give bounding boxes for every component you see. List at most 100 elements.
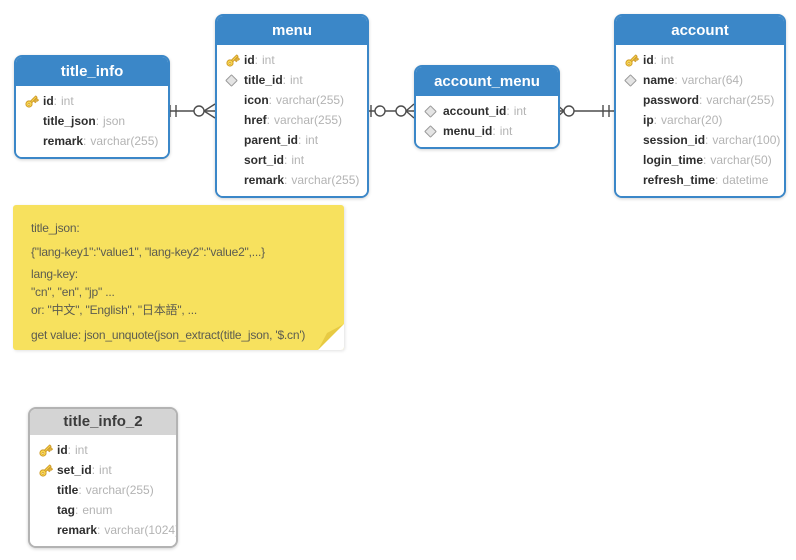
field-colon: : xyxy=(78,483,82,497)
field-row[interactable]: remark: varchar(255) xyxy=(225,170,359,190)
relationship-menu-account_menu[interactable] xyxy=(367,103,415,119)
field-row[interactable]: id: int xyxy=(24,91,160,111)
field-name: id xyxy=(43,94,54,108)
table-menu-title[interactable]: menu xyxy=(217,16,367,45)
field-name: tag xyxy=(57,503,75,517)
field-name: remark xyxy=(57,523,98,537)
table-account_menu-title[interactable]: account_menu xyxy=(416,67,558,96)
field-row[interactable]: menu_id: int xyxy=(424,121,550,141)
field-name: refresh_time xyxy=(643,173,716,187)
table-account-title[interactable]: account xyxy=(616,16,784,45)
field-colon: : xyxy=(97,523,101,537)
field-row[interactable]: login_time: varchar(50) xyxy=(624,150,776,170)
table-account_menu-body: account_id: int menu_id: int xyxy=(416,96,558,147)
field-row[interactable]: remark: varchar(1024) xyxy=(38,520,176,540)
field-name: id xyxy=(244,53,255,67)
field-type: int xyxy=(661,53,674,67)
field-colon: : xyxy=(705,133,709,147)
note-line: {"lang-key1":"value1", "lang-key2":"valu… xyxy=(31,245,265,259)
field-name: sort_id xyxy=(244,153,285,167)
table-account[interactable]: account id: int name: varchar(64) passwo… xyxy=(614,14,786,198)
field-name: name xyxy=(643,73,675,87)
table-account_menu[interactable]: account_menu account_id: int menu_id: in… xyxy=(414,65,560,149)
field-type: int xyxy=(499,124,513,138)
field-row[interactable]: title_id: int xyxy=(225,70,359,90)
field-name: password xyxy=(643,93,700,107)
field-type: int xyxy=(291,153,305,167)
field-colon: : xyxy=(95,114,100,128)
primary-key-icon xyxy=(225,52,244,68)
field-colon: : xyxy=(53,94,58,108)
primary-key-icon xyxy=(38,442,57,458)
field-row[interactable]: id: int xyxy=(225,50,359,70)
field-colon: : xyxy=(75,503,79,517)
field-row[interactable]: tag: enum xyxy=(38,500,168,520)
relationship-title_info-menu[interactable] xyxy=(166,103,216,119)
note-line: lang-key: xyxy=(31,267,78,281)
field-colon: : xyxy=(653,113,658,127)
field-colon: : xyxy=(699,93,703,107)
field-colon: : xyxy=(91,463,96,477)
table-title_info-body: id: int title_json: json remark: varchar… xyxy=(16,86,168,157)
field-row[interactable]: name: varchar(64) xyxy=(624,70,776,90)
field-name: parent_id xyxy=(244,133,299,147)
field-row[interactable]: refresh_time: datetime xyxy=(624,170,776,190)
field-colon: : xyxy=(266,113,271,127)
table-title_info[interactable]: title_info id: int title_json: json rema… xyxy=(14,55,170,159)
field-type: varchar(64) xyxy=(681,73,744,87)
field-row[interactable]: icon: varchar(255) xyxy=(225,90,359,110)
field-row[interactable]: remark: varchar(255) xyxy=(24,131,160,151)
field-type: varchar(100) xyxy=(712,133,781,147)
field-name: set_id xyxy=(57,463,92,477)
foreign-key-diamond-icon xyxy=(424,124,443,138)
field-row[interactable]: session_id: varchar(100) xyxy=(624,130,780,150)
field-type: varchar(50) xyxy=(710,153,772,167)
field-row[interactable]: id: int xyxy=(624,50,776,70)
sticky-note[interactable]: title_json: {"lang-key1":"value1", "lang… xyxy=(13,205,344,350)
table-title_info_2[interactable]: title_info_2 id: int set_id: int title: … xyxy=(28,407,178,548)
field-name: icon xyxy=(244,93,269,107)
field-type: varchar(255) xyxy=(706,93,775,107)
field-name: remark xyxy=(43,134,84,148)
field-row[interactable]: ip: varchar(20) xyxy=(624,110,776,130)
field-row[interactable]: title: varchar(255) xyxy=(38,480,168,500)
relationship-account_menu-account[interactable] xyxy=(555,103,614,119)
field-name: title xyxy=(57,483,79,497)
field-name: href xyxy=(244,113,267,127)
field-name: remark xyxy=(244,173,285,187)
field-type: int xyxy=(262,53,275,67)
field-row[interactable]: href: varchar(255) xyxy=(225,110,359,130)
field-row[interactable]: account_id: int xyxy=(424,101,550,121)
note-line: or: "中文", "English", "日本語", ... xyxy=(31,303,198,317)
field-type: varchar(20) xyxy=(661,113,723,127)
note-line: title_json: xyxy=(31,221,80,235)
table-title_info-title[interactable]: title_info xyxy=(16,57,168,86)
field-row[interactable]: title_json: json xyxy=(24,111,160,131)
table-title_info_2-title[interactable]: title_info_2 xyxy=(30,409,176,435)
field-row[interactable]: set_id: int xyxy=(38,460,168,480)
note-folded-corner-icon xyxy=(318,324,344,350)
field-type: json xyxy=(103,114,126,128)
field-row[interactable]: password: varchar(255) xyxy=(624,90,776,110)
field-colon: : xyxy=(715,173,719,187)
field-type: varchar(255) xyxy=(85,483,154,497)
field-type: int xyxy=(61,94,74,108)
field-row[interactable]: parent_id: int xyxy=(225,130,359,150)
field-colon: : xyxy=(254,53,259,67)
field-type: varchar(1024) xyxy=(104,523,178,537)
field-name: id xyxy=(57,443,68,457)
field-type: int xyxy=(513,104,527,118)
field-colon: : xyxy=(268,93,273,107)
field-name: title_id xyxy=(244,73,283,87)
field-type: int xyxy=(99,463,112,477)
table-account-body: id: int name: varchar(64) password: varc… xyxy=(616,45,784,196)
field-type: datetime xyxy=(722,173,769,187)
field-type: varchar(255) xyxy=(90,134,159,148)
field-colon: : xyxy=(653,53,658,67)
field-colon: : xyxy=(492,124,496,138)
field-row[interactable]: id: int xyxy=(38,440,168,460)
field-row[interactable]: sort_id: int xyxy=(225,150,359,170)
table-menu[interactable]: menu id: int title_id: int icon: varchar… xyxy=(215,14,369,198)
